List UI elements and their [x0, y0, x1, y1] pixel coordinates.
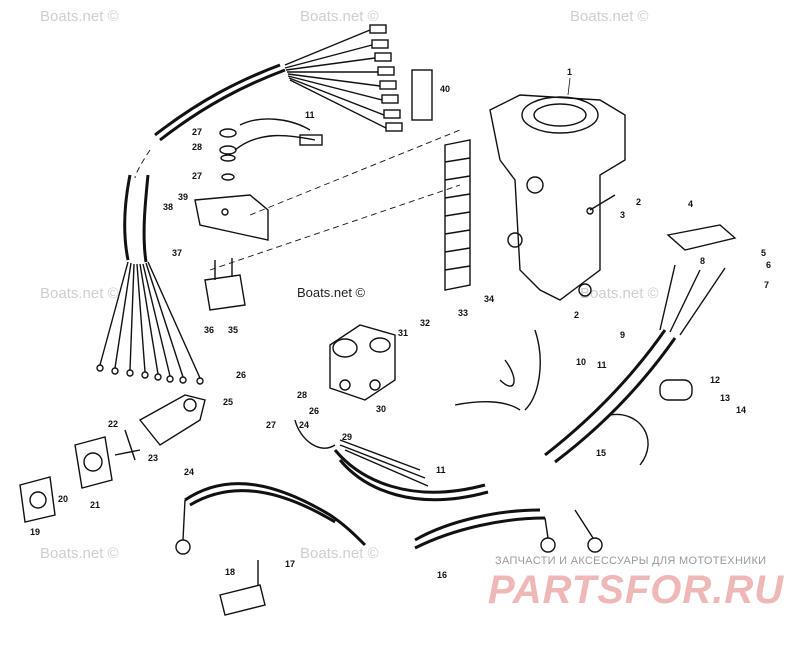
bracket-part: [194, 194, 269, 241]
callout-13: 13: [720, 393, 730, 403]
callout-labels: 1 2 2 3 4 5 6 7 8 9 10 11 11 11 12 13 14…: [30, 67, 771, 580]
terminal-block: [444, 139, 471, 291]
callout-11c: 11: [436, 465, 446, 475]
upper-harness: [154, 24, 403, 142]
ignition-switch: [114, 394, 206, 461]
callout-32: 32: [420, 318, 430, 328]
callout-37: 37: [172, 248, 182, 258]
callout-17: 17: [285, 559, 295, 569]
brand-logo: PARTSFOR.RU: [488, 568, 785, 612]
callout-22: 22: [108, 419, 118, 429]
callout-2a: 2: [636, 197, 641, 207]
callout-11b: 11: [597, 360, 607, 370]
callout-7: 7: [764, 280, 769, 290]
callout-8: 8: [700, 256, 705, 266]
mounting-plates: [19, 436, 113, 523]
callout-34: 34: [484, 294, 494, 304]
callout-6: 6: [766, 260, 771, 270]
callout-26b: 26: [309, 406, 319, 416]
callout-15: 15: [596, 448, 606, 458]
circuit-breaker: [204, 258, 246, 311]
callout-19: 19: [30, 527, 40, 537]
ground-wire-upper: [234, 118, 323, 151]
callout-27a: 27: [192, 127, 202, 137]
callout-1: 1: [567, 67, 572, 77]
watermark-mid-left: Boats.net ©: [40, 285, 119, 302]
callout-31: 31: [398, 328, 408, 338]
callout-40: 40: [440, 84, 450, 94]
label-plate: [411, 69, 433, 121]
harness-right: [544, 264, 726, 464]
callout-18: 18: [225, 567, 235, 577]
main-mount-bracket: [489, 94, 626, 301]
misc-wires: [294, 329, 649, 466]
callout-27c: 27: [266, 420, 276, 430]
watermark-bottom-left: Boats.net ©: [40, 545, 119, 562]
callout-16: 16: [437, 570, 447, 580]
washers-stack: [219, 128, 237, 181]
callout-14: 14: [736, 405, 746, 415]
callout-30: 30: [376, 404, 386, 414]
callout-11a: 11: [305, 110, 315, 120]
callout-36: 36: [204, 325, 214, 335]
callout-25: 25: [223, 397, 233, 407]
callout-9: 9: [620, 330, 625, 340]
watermark-bottom-center: Boats.net ©: [300, 545, 379, 562]
callout-27b: 27: [192, 171, 202, 181]
switch-part: [666, 224, 737, 251]
watermark-mid-right: Boats.net ©: [580, 285, 659, 302]
battery-cables-lower: [175, 482, 603, 555]
callout-2b: 2: [574, 310, 579, 320]
callout-20: 20: [58, 494, 68, 504]
dashed-connector-a: [134, 149, 151, 179]
callout-26a: 26: [236, 370, 246, 380]
callout-4: 4: [688, 199, 693, 209]
callout-5: 5: [761, 248, 766, 258]
solenoid: [329, 324, 396, 401]
callout-28a: 28: [192, 142, 202, 152]
callout-29: 29: [342, 432, 352, 442]
callout-21: 21: [90, 500, 100, 510]
terminal-holder: [219, 560, 266, 616]
callout-24b: 24: [299, 420, 309, 430]
callout-28b: 28: [297, 390, 307, 400]
left-harness: [96, 174, 204, 385]
callout-23: 23: [148, 453, 158, 463]
callout-24a: 24: [184, 467, 194, 477]
dashed-connector-b: [249, 129, 461, 216]
watermark-top-right: Boats.net ©: [570, 8, 649, 25]
watermark-top-center: Boats.net ©: [300, 8, 379, 25]
diagram-source-label: Boats.net ©: [297, 285, 366, 300]
callout-12: 12: [710, 375, 720, 385]
watermark-top-left: Boats.net ©: [40, 8, 119, 25]
callout-3: 3: [620, 210, 625, 220]
callout-35: 35: [228, 325, 238, 335]
callout-39: 39: [178, 192, 188, 202]
dashed-connector-c: [209, 184, 461, 271]
harness-center: [333, 439, 489, 502]
sender-part: [659, 379, 693, 401]
callout-33: 33: [458, 308, 468, 318]
brand-tagline: ЗАПЧАСТИ И АКСЕССУАРЫ ДЛЯ МОТОТЕХНИКИ: [495, 555, 767, 567]
callout-10: 10: [576, 357, 586, 367]
callout-38: 38: [163, 202, 173, 212]
screw-part: [586, 194, 616, 215]
